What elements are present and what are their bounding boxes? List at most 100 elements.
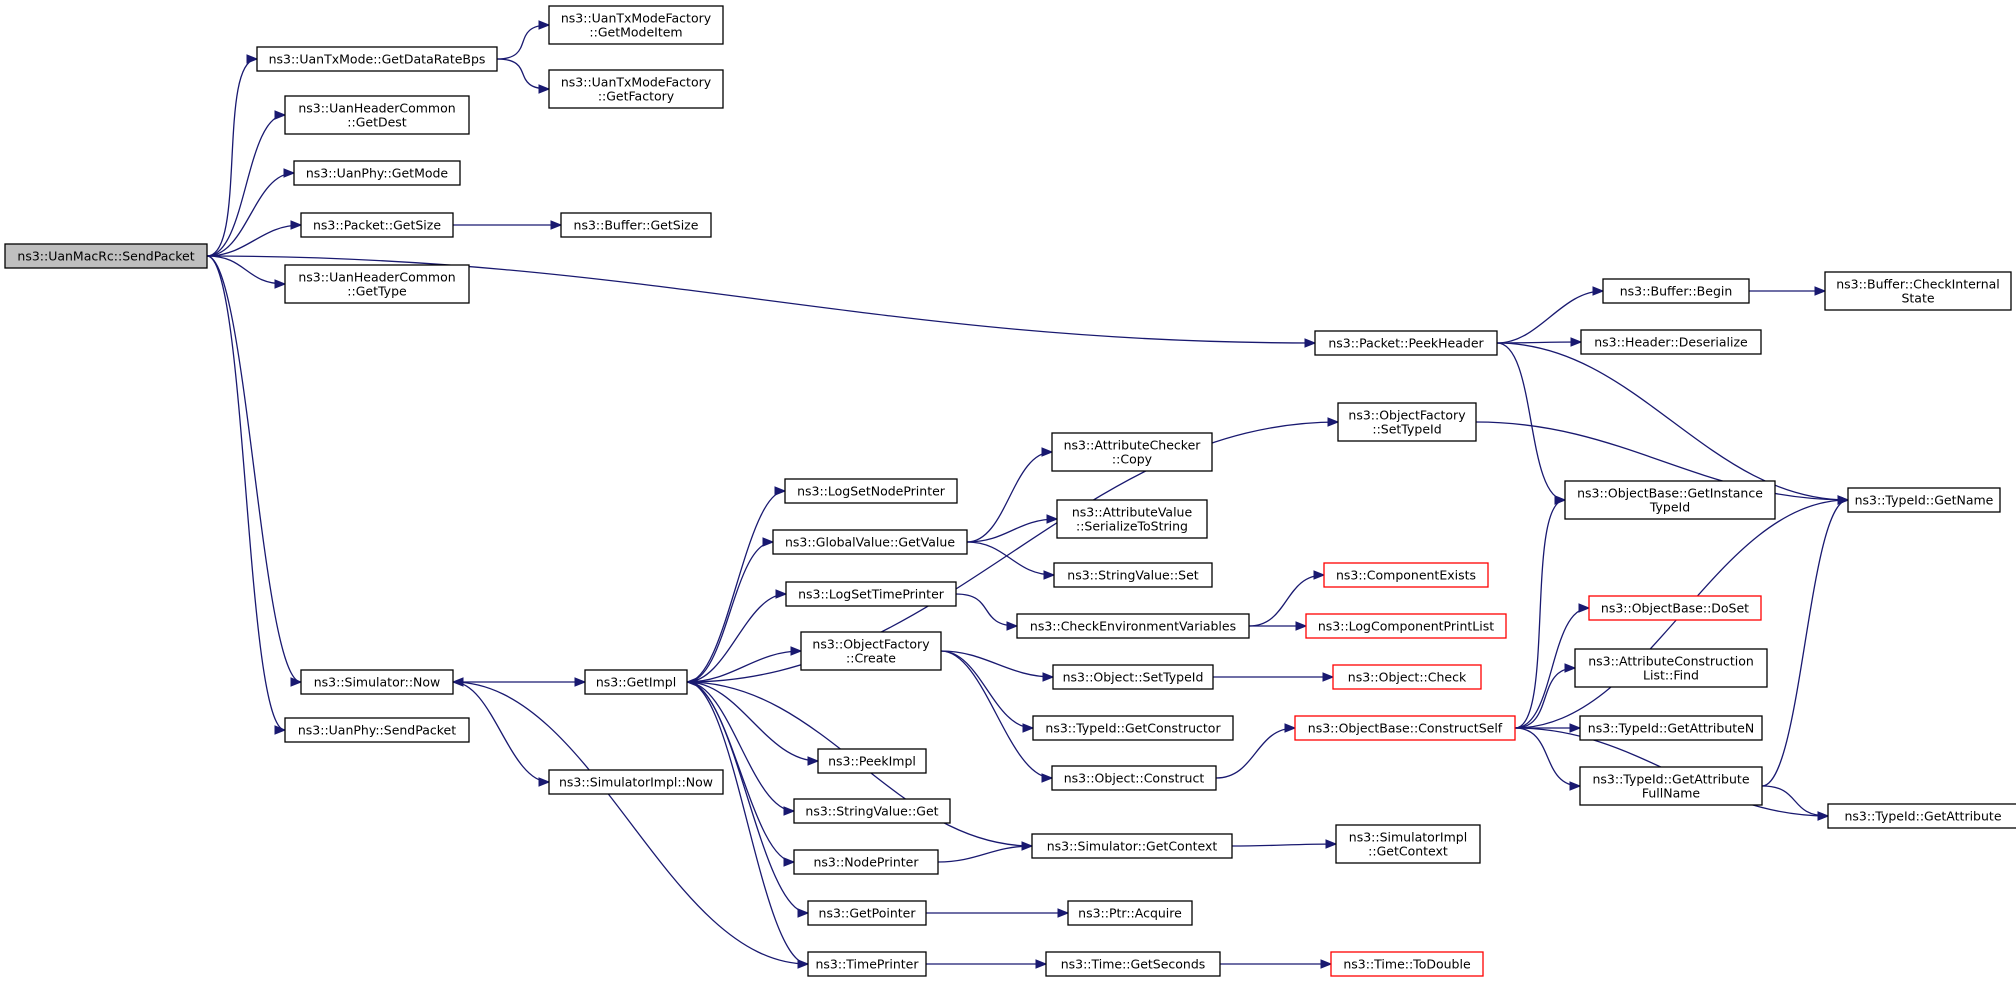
node-getmode[interactable]: ns3::UanPhy::GetMode	[293, 160, 461, 186]
node-peekheader[interactable]: ns3::Packet::PeekHeader	[1314, 330, 1498, 356]
node-box	[793, 849, 939, 875]
node-checkenv[interactable]: ns3::CheckEnvironmentVariables	[1016, 613, 1250, 639]
node-box	[1314, 330, 1498, 356]
edge-simulatorgetcontext-to-simimplgetcontext	[1231, 839, 1338, 849]
node-timegetseconds[interactable]: ns3::Time::GetSeconds	[1045, 951, 1221, 977]
arrowhead	[1569, 781, 1582, 791]
node-logcomponentprintlist[interactable]: ns3::LogComponentPrintList	[1305, 613, 1507, 639]
node-logsetnodeprinter[interactable]: ns3::LogSetNodePrinter	[784, 478, 958, 504]
edge-sendpacket-to-getdataratebps	[206, 54, 259, 257]
node-label: ns3::UanPhy::SendPacket	[298, 723, 456, 738]
node-nodeprinter[interactable]: ns3::NodePrinter	[793, 849, 939, 875]
arrowhead	[290, 220, 303, 230]
node-settypeid_of[interactable]: ns3::ObjectFactory::SetTypeId	[1337, 402, 1477, 442]
edge-sendpacket-to-getdest	[206, 110, 287, 257]
node-label: ns3::TypeId::GetAttribute	[1844, 809, 2001, 824]
node-label: ns3::TypeId::GetConstructor	[1045, 721, 1221, 736]
node-deserialize[interactable]: ns3::Header::Deserialize	[1580, 329, 1762, 355]
node-objectconstruct[interactable]: ns3::Object::Construct	[1051, 765, 1217, 791]
node-uanphysendpacket[interactable]: ns3::UanPhy::SendPacket	[284, 717, 470, 743]
edge-sendpacket-to-packetgetsize	[206, 220, 303, 257]
node-componentexists[interactable]: ns3::ComponentExists	[1323, 562, 1489, 588]
node-getpointer[interactable]: ns3::GetPointer	[807, 900, 927, 926]
arrowhead	[1554, 495, 1567, 505]
arrowhead	[783, 806, 796, 816]
node-typeidgetname[interactable]: ns3::TypeId::GetName	[1847, 487, 2001, 513]
node-label: ns3::ObjectBase::DoSet	[1601, 601, 1749, 616]
edge-getimpl-to-globalvaluegetvalue	[686, 537, 775, 683]
arrowhead	[550, 220, 563, 230]
node-typeidgetattribute[interactable]: ns3::TypeId::GetAttribute	[1827, 803, 2016, 829]
node-getattributen[interactable]: ns3::TypeId::GetAttributeN	[1579, 715, 1763, 741]
node-globalvaluegetvalue[interactable]: ns3::GlobalValue::GetValue	[772, 529, 968, 555]
node-buffergetsize[interactable]: ns3::Buffer::GetSize	[560, 212, 712, 238]
edge-getpointer-to-ptracquire	[926, 908, 1070, 918]
node-timetodouble[interactable]: ns3::Time::ToDouble	[1330, 951, 1484, 977]
node-label: ns3::UanPhy::GetMode	[306, 166, 449, 181]
node-label: ns3::TypeId::GetAttribute	[1592, 772, 1749, 787]
node-checkercopy[interactable]: ns3::AttributeChecker::Copy	[1051, 432, 1213, 472]
node-label: ::SetTypeId	[1372, 422, 1441, 437]
arrowhead	[774, 486, 787, 496]
edge-getimpl-to-objectfactorycreate	[686, 646, 803, 683]
node-label: ns3::UanTxModeFactory	[561, 75, 712, 90]
node-stringvalueget[interactable]: ns3::StringValue::Get	[793, 798, 951, 824]
node-simimplgetcontext[interactable]: ns3::SimulatorImpl::GetContext	[1335, 824, 1481, 864]
node-getfactory[interactable]: ns3::UanTxModeFactory::GetFactory	[548, 69, 724, 109]
node-label: ns3::CheckEnvironmentVariables	[1030, 619, 1236, 634]
node-peekimpl[interactable]: ns3::PeekImpl	[817, 748, 927, 774]
node-box	[817, 748, 927, 774]
node-bufferbegin[interactable]: ns3::Buffer::Begin	[1602, 278, 1750, 304]
node-stringvalueset[interactable]: ns3::StringValue::Set	[1053, 562, 1213, 588]
node-label: ::Create	[846, 651, 896, 666]
node-objectfactorycreate[interactable]: ns3::ObjectFactory::Create	[800, 631, 942, 671]
arrowhead	[290, 677, 303, 687]
node-label: ns3::TypeId::GetName	[1855, 493, 1994, 508]
node-objectsettypeid[interactable]: ns3::Object::SetTypeId	[1052, 664, 1214, 690]
node-getdest[interactable]: ns3::UanHeaderCommon::GetDest	[284, 95, 470, 135]
node-gettype[interactable]: ns3::UanHeaderCommon::GetType	[284, 264, 470, 304]
node-box	[784, 478, 958, 504]
node-label: ns3::Time::ToDouble	[1343, 957, 1471, 972]
node-getimpl[interactable]: ns3::GetImpl	[584, 669, 688, 695]
arrowhead	[807, 756, 820, 766]
node-simulatorimplnow[interactable]: ns3::SimulatorImpl::Now	[548, 769, 724, 795]
node-getconstructor[interactable]: ns3::TypeId::GetConstructor	[1032, 715, 1234, 741]
node-label: ns3::LogSetNodePrinter	[797, 484, 946, 499]
edge-getimpl-to-timeprinter	[686, 681, 810, 969]
arrowhead	[1327, 417, 1340, 427]
edge-timeprinter-to-timegetseconds	[926, 959, 1048, 969]
node-label: List::Find	[1643, 668, 1699, 683]
arrowhead	[1564, 663, 1577, 673]
arrowhead	[1006, 621, 1019, 631]
arrowhead	[538, 20, 551, 30]
node-label: ns3::Packet::PeekHeader	[1328, 336, 1484, 351]
node-label: ns3::UanTxModeFactory	[561, 11, 712, 26]
arrowhead	[1041, 447, 1054, 457]
node-simulatornow[interactable]: ns3::Simulator::Now	[300, 669, 454, 695]
node-logsettimeprinter[interactable]: ns3::LogSetTimePrinter	[785, 581, 957, 607]
node-box	[284, 95, 470, 135]
node-simulatorgetcontext[interactable]: ns3::Simulator::GetContext	[1031, 833, 1233, 859]
node-timeprinter[interactable]: ns3::TimePrinter	[807, 951, 927, 977]
node-serializetostring[interactable]: ns3::AttributeValue::SerializeToString	[1056, 499, 1208, 539]
node-label: ns3::Simulator::Now	[314, 675, 441, 690]
node-label: ::GetDest	[347, 115, 407, 130]
node-packetgetsize[interactable]: ns3::Packet::GetSize	[300, 212, 454, 238]
node-objectcheck[interactable]: ns3::Object::Check	[1332, 664, 1482, 690]
node-getdataratebps[interactable]: ns3::UanTxMode::GetDataRateBps	[256, 46, 498, 72]
node-box	[1335, 824, 1481, 864]
edge-checkenv-to-componentexists	[1248, 570, 1326, 627]
node-box	[256, 46, 498, 72]
edge-objectfactorycreate-to-objectconstruct	[940, 650, 1054, 783]
node-constructself[interactable]: ns3::ObjectBase::ConstructSelf	[1294, 715, 1516, 741]
node-ptracquire[interactable]: ns3::Ptr::Acquire	[1067, 900, 1193, 926]
node-getmodeitem[interactable]: ns3::UanTxModeFactory::GetModeItem	[548, 5, 724, 45]
edge-sendpacket-to-simulatornow	[206, 255, 303, 687]
node-doset[interactable]: ns3::ObjectBase::DoSet	[1588, 595, 1762, 621]
